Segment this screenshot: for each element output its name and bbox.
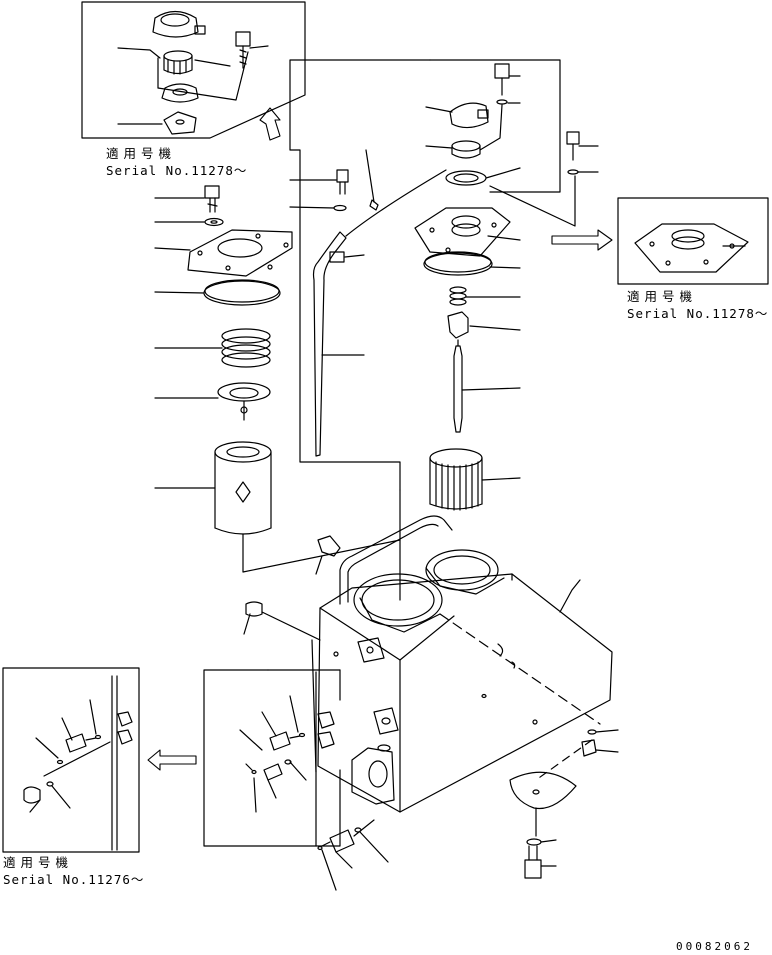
hydraulic-tank <box>312 516 612 812</box>
dipstick <box>290 150 446 456</box>
left-filter-stack <box>155 186 400 572</box>
applicability-note-right-jp: 適用号機 <box>627 289 698 304</box>
fittings-box <box>204 670 340 846</box>
detail-box-plate <box>618 198 768 284</box>
applicability-note-right-serial: Serial No.11278～ <box>627 306 769 321</box>
detail-box-fittings <box>3 668 139 852</box>
applicability-note-bottom-left-serial: Serial No.11276～ <box>3 872 145 887</box>
drawing-number: 00082062 <box>676 940 753 953</box>
drain-parts <box>510 730 618 878</box>
applicability-note-top-left-jp: 適用号機 <box>106 146 177 161</box>
applicability-note-bottom-left-jp: 適用号機 <box>3 855 74 870</box>
bottom-sensor <box>318 820 388 890</box>
applicability-note-top-left-serial: Serial No.11278～ <box>106 163 248 178</box>
detail-box-cap-assembly <box>82 2 305 138</box>
right-filter-stack <box>415 64 598 510</box>
